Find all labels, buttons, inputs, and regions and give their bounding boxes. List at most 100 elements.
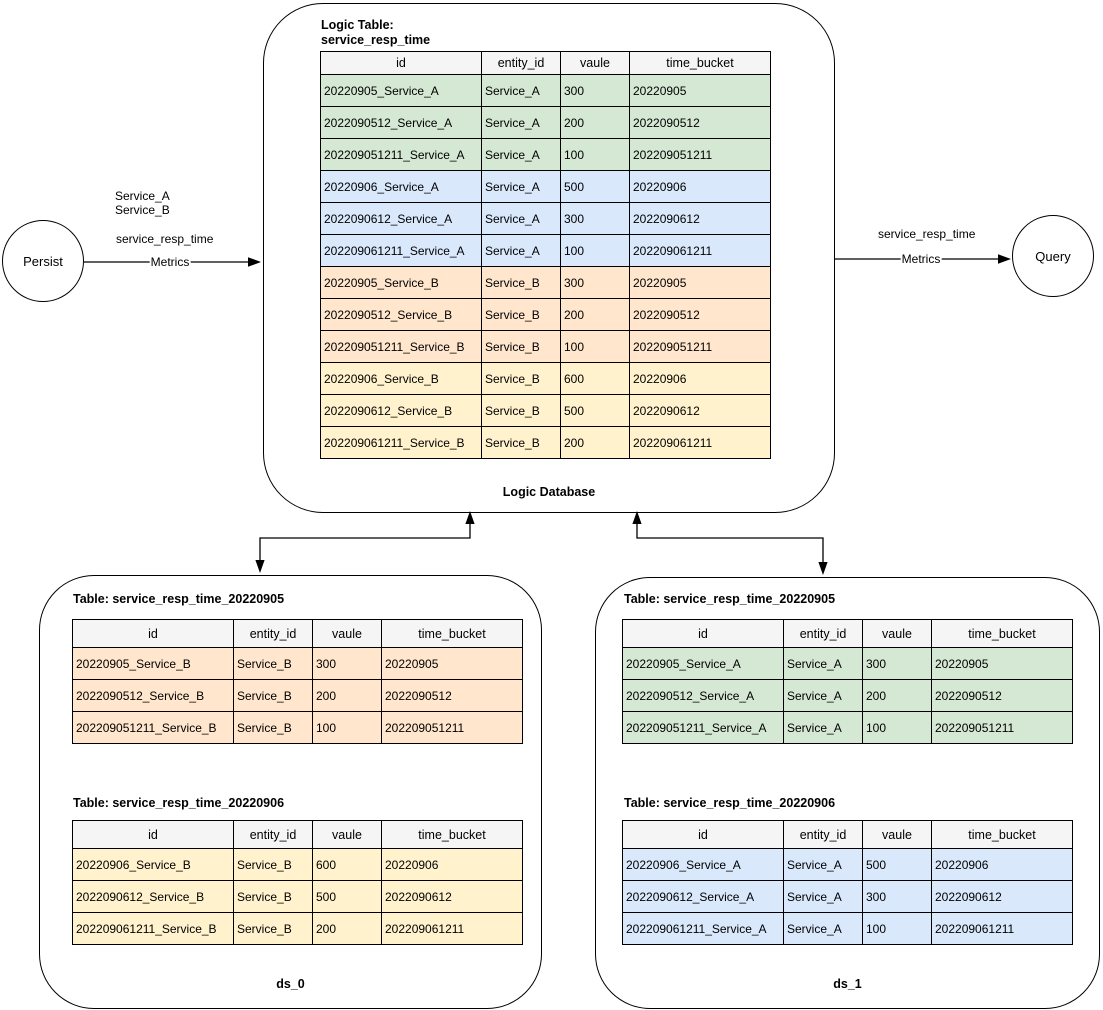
table-cell: Service_B: [233, 647, 313, 680]
table-cell: 2022090612: [931, 880, 1073, 913]
table-cell: 2022090512_Service_B: [72, 679, 234, 712]
ds0-table2-title: Table: service_resp_time_20220906: [73, 796, 285, 810]
table-cell: 500: [312, 880, 382, 913]
column-header: id: [320, 51, 482, 75]
column-header: time_bucket: [381, 820, 523, 849]
ds1-table2-title: Table: service_resp_time_20220906: [624, 796, 836, 810]
ds0-table1-title: Table: service_resp_time_20220905: [73, 592, 285, 606]
table-cell: 202209061211: [629, 426, 771, 459]
table-cell: 2022090612_Service_B: [72, 880, 234, 913]
table-cell: Service_B: [481, 426, 561, 459]
column-header: entity_id: [783, 820, 863, 849]
table-cell: 202209061211_Service_A: [622, 912, 784, 945]
table-cell: 20220905: [931, 647, 1073, 680]
table-cell: Service_B: [233, 711, 313, 744]
column-header: time_bucket: [381, 619, 523, 648]
table-cell: 202209051211: [381, 711, 523, 744]
table-cell: 2022090512: [381, 679, 523, 712]
table-cell: 20220906: [931, 848, 1073, 881]
right-edge-table-label: service_resp_time: [878, 227, 976, 241]
table-cell: Service_A: [481, 74, 561, 107]
table-cell: 300: [560, 266, 630, 299]
table-cell: 200: [560, 426, 630, 459]
table-cell: 100: [862, 912, 932, 945]
table-cell: 100: [862, 711, 932, 744]
table-cell: Service_A: [783, 848, 863, 881]
table-cell: Service_B: [481, 394, 561, 427]
table-cell: Service_A: [481, 202, 561, 235]
table-cell: 20220905_Service_B: [320, 266, 482, 299]
table-cell: 202209061211_Service_A: [320, 234, 482, 267]
table-cell: 202209051211_Service_B: [320, 330, 482, 363]
table-cell: 20220906: [629, 170, 771, 203]
column-header: entity_id: [481, 51, 561, 75]
column-header: vaule: [862, 820, 932, 849]
table-cell: Service_A: [783, 912, 863, 945]
table-cell: 200: [862, 679, 932, 712]
column-header: vaule: [862, 619, 932, 648]
left-edge-table-label: service_resp_time: [116, 232, 214, 246]
column-header: id: [72, 619, 234, 648]
table-cell: 2022090612: [629, 202, 771, 235]
logic-table-title-line2: service_resp_time: [321, 33, 431, 47]
table-cell: 202209061211: [381, 912, 523, 945]
table-cell: 2022090512: [629, 298, 771, 331]
table-cell: 20220906_Service_A: [320, 170, 482, 203]
table-cell: 20220906: [629, 362, 771, 395]
table-cell: 20220905_Service_A: [622, 647, 784, 680]
table-cell: 202209061211: [931, 912, 1073, 945]
table-cell: Service_B: [481, 298, 561, 331]
column-header: id: [72, 820, 234, 849]
table-cell: Service_A: [481, 106, 561, 139]
table-cell: Service_A: [481, 138, 561, 171]
logicdb-ds0-connector: [259, 523, 471, 561]
table-cell: 202209051211_Service_A: [320, 138, 482, 171]
table-cell: 100: [560, 234, 630, 267]
left-edge-services-label: Service_A Service_B: [115, 189, 170, 217]
table-cell: Service_A: [783, 880, 863, 913]
table-cell: 300: [560, 202, 630, 235]
column-header: vaule: [560, 51, 630, 75]
table-cell: 202209051211_Service_A: [622, 711, 784, 744]
table-cell: 200: [560, 298, 630, 331]
table-cell: Service_B: [481, 330, 561, 363]
table-cell: 100: [560, 330, 630, 363]
table-cell: 2022090512: [629, 106, 771, 139]
table-cell: 202209051211: [629, 138, 771, 171]
table-cell: 202209061211_Service_B: [72, 912, 234, 945]
table-cell: Service_B: [481, 266, 561, 299]
table-cell: 300: [862, 647, 932, 680]
table-cell: 20220905_Service_A: [320, 74, 482, 107]
table-cell: 20220906: [381, 848, 523, 881]
table-cell: 200: [312, 912, 382, 945]
ds1-table1-title: Table: service_resp_time_20220905: [624, 592, 836, 606]
logicdb-ds1-connector: [636, 523, 824, 563]
query-label: Query: [1035, 248, 1071, 264]
arrowhead-down-icon: [255, 560, 265, 573]
table-cell: 500: [560, 394, 630, 427]
column-header: time_bucket: [931, 820, 1073, 849]
